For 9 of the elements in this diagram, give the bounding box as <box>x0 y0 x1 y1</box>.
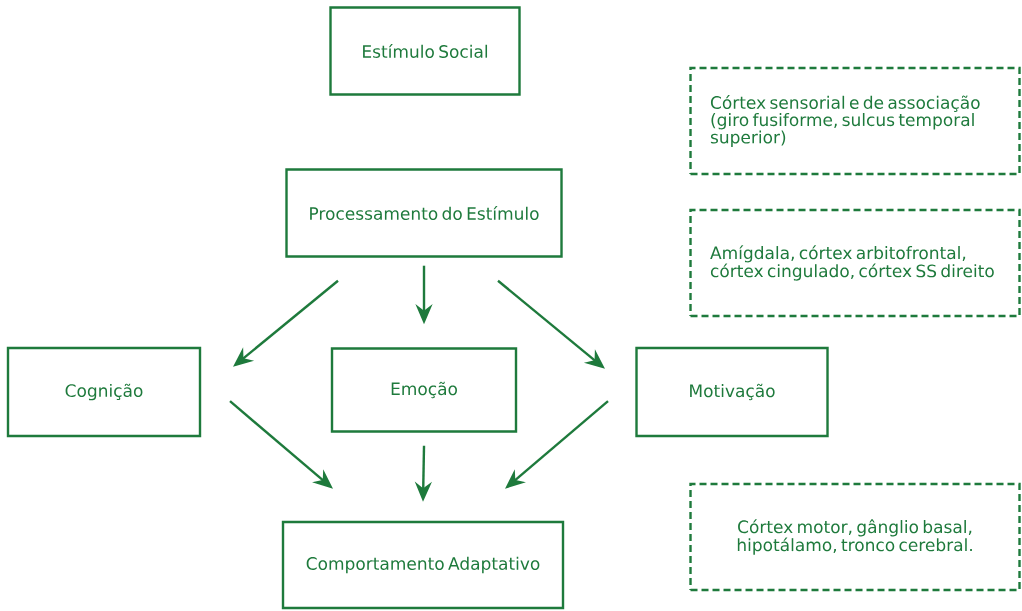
region-note-box: Amígdala, córtex arbitofrontal, córtex cingulado, córtex SS direito <box>689 208 1021 318</box>
process-box: Motivação <box>635 346 829 438</box>
process-box: Cognição <box>6 346 202 438</box>
process-box: Processamento do Estímulo <box>285 168 563 258</box>
region-note-box: Córtex sensorial e de associação (giro fusiforme, sulcus temporal superior) <box>689 66 1021 176</box>
process-box: Comportamento Adaptativo <box>281 520 565 610</box>
process-box: Emoção <box>330 347 518 433</box>
process-box: Estímulo Social <box>329 6 521 96</box>
region-note-box: Córtex motor, gânglio basal, hipotálamo, tronco cerebral. <box>689 482 1021 592</box>
